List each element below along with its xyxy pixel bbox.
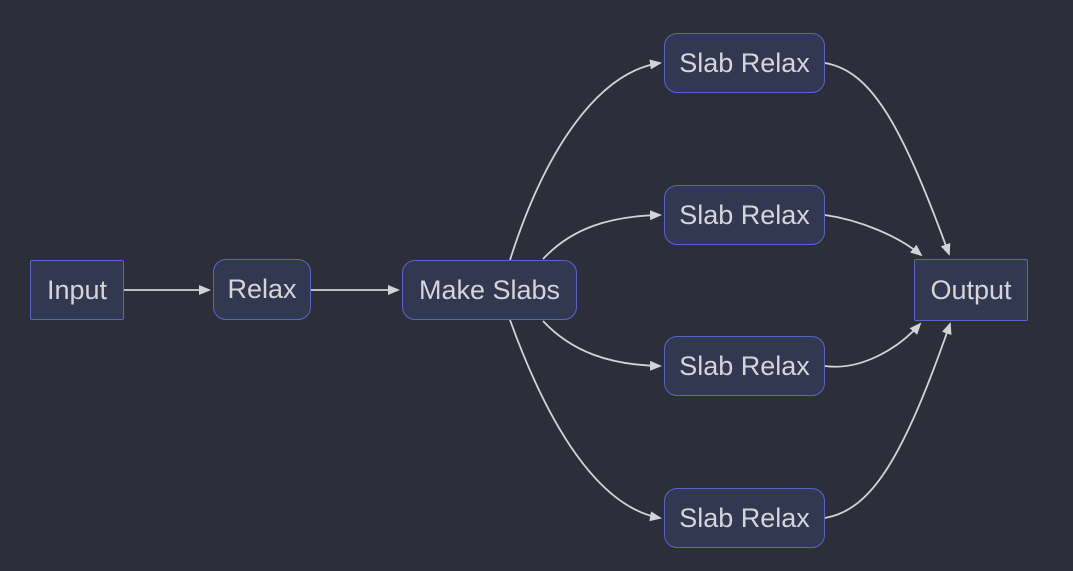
node-input: Input (30, 260, 124, 320)
node-slab-relax-2: Slab Relax (664, 185, 825, 245)
edge-makeslabs-to-slabrelax4 (509, 319, 662, 522)
node-slab-relax-1: Slab Relax (664, 33, 825, 93)
edge-slabrelax2-to-output (824, 214, 923, 257)
edge-makeslabs-to-slabrelax2 (542, 210, 662, 260)
edge-makeslabs-to-slabrelax1 (509, 59, 662, 261)
edge-slabrelax3-to-output (824, 322, 922, 368)
node-slab-relax-3: Slab Relax (664, 336, 825, 396)
edge-makeslabs-to-slabrelax3 (542, 320, 662, 371)
node-slab-relax-4: Slab Relax (664, 488, 825, 548)
edge-slabrelax4-to-output (824, 322, 952, 519)
edge-slabrelax1-to-output (824, 62, 951, 256)
node-relax: Relax (213, 259, 311, 320)
node-make-slabs: Make Slabs (402, 260, 577, 320)
node-output: Output (914, 259, 1028, 321)
